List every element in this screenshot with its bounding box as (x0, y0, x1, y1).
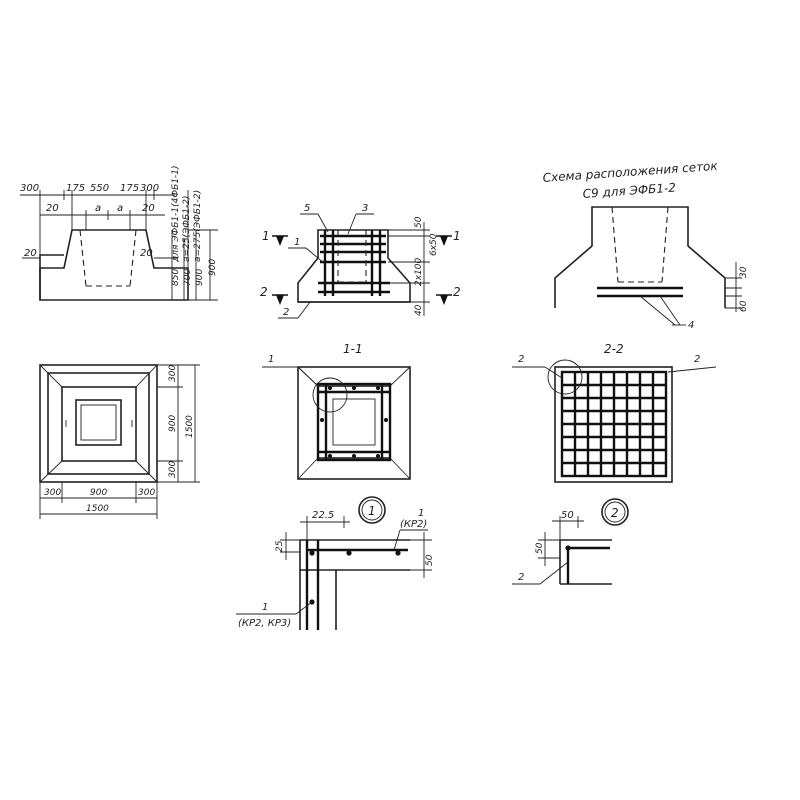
sec-cut-1-left: 1 (262, 229, 270, 243)
sec-dim-r-2: 6x50 (429, 233, 439, 256)
title-line1: Схема расположения сеток (542, 159, 719, 185)
elev-dim-top-5: 300 (140, 183, 159, 194)
detail-1-dim-right: 50 (425, 554, 435, 566)
sec-callout-3: 3 (362, 203, 368, 214)
detail-2-dim-top: 50 (561, 510, 574, 521)
sec-dim-r-4: 40 (414, 304, 424, 316)
elev-dim-sec-2: a (95, 203, 101, 214)
plan-dim-b-1: 300 (44, 488, 61, 498)
plan-dim-r-total: 1500 (185, 415, 195, 438)
elev-dim-sec-1: 20 (46, 203, 59, 214)
section-1-1-view: 1-1 1 (262, 342, 411, 480)
sec-cut-1-right: 1 (453, 229, 461, 243)
detail-1-callout-top: 1 (418, 508, 424, 519)
detail-2-callout: 2 (518, 572, 524, 583)
detail-1-circle-label: 1 (368, 504, 376, 518)
section-2-2-view: 2-2 2 2 (512, 342, 717, 483)
detail-1-view: 1 22.5 25 50 1 (КР2) (236, 496, 435, 630)
section-2-2-callout-left: 2 (518, 354, 524, 365)
elev-dim-top-3: 550 (90, 183, 109, 194)
plan-dim-b-2: 900 (90, 488, 107, 498)
elev-dim-top-1: 300 (20, 183, 39, 194)
detail-2-view: 2 50 50 2 (512, 498, 629, 585)
elev-note-1: для ЭФБ1-1(4ФБ1-1) (171, 165, 181, 263)
plan-dim-b-total: 1500 (86, 504, 109, 514)
sec-callout-2: 2 (283, 307, 289, 318)
plan-dim-r-3: 300 (168, 461, 178, 478)
elev-dim-v-4: 900 (208, 259, 218, 276)
detail-1-note-bottom: (КР2, КР3) (238, 618, 291, 629)
detail-1-dim-left: 25 (275, 540, 285, 552)
plan-dim-b-3: 300 (138, 488, 155, 498)
elev-dim-v-2: 700 (183, 269, 193, 286)
elev-note-2: а=25(ЭФБ1-2) (182, 196, 192, 262)
elev-note-3: а=275(ЭФБ1-2) (193, 190, 203, 262)
elev-dim-left: 20 (24, 248, 37, 259)
elev-dim-top-2: 175 (66, 183, 85, 194)
sec-cut-2-right: 2 (453, 285, 461, 299)
section-2-2-callout-right: 2 (694, 354, 700, 365)
sec-dim-r-1: 50 (414, 216, 424, 228)
section-2-2-title: 2-2 (604, 342, 624, 356)
elev-dim-right: 20 (140, 248, 153, 259)
sec-callout-5: 5 (304, 203, 310, 214)
plan-dim-r-2: 900 (168, 415, 178, 432)
scheme-callout-4: 4 (688, 320, 694, 331)
section-1-1-title: 1-1 (343, 342, 363, 356)
elev-dim-v-3: 900 (195, 269, 205, 286)
section-1-1-callout: 1 (268, 354, 274, 365)
plan-dim-r-1: 300 (168, 365, 178, 382)
plan-view: 300 900 300 1500 300 900 300 1500 (39, 364, 200, 519)
elev-dim-sec-4: 20 (142, 203, 155, 214)
title-line2: С9 для ЭФБ1-2 (582, 181, 676, 201)
sec-cut-2-left: 2 (260, 285, 268, 299)
detail-1-note-top: (КР2) (400, 519, 427, 530)
detail-2-dim-left: 50 (535, 542, 545, 554)
detail-1-callout-bottom: 1 (262, 602, 268, 613)
elevation-view: 300 175 550 175 300 20 a a 20 20 20 850 … (20, 165, 218, 301)
scheme-dim-r-1: 30 (739, 266, 749, 278)
section-view: 1 1 2 2 5 3 1 2 50 6x50 2x100 40 (260, 203, 461, 319)
sec-dim-r-3: 2x100 (414, 257, 424, 286)
mesh-scheme-view: 4 30 60 (554, 206, 749, 331)
detail-2-circle-label: 2 (611, 506, 619, 520)
elev-dim-v-1: 850 (171, 269, 181, 286)
sec-callout-1: 1 (294, 237, 300, 248)
elev-dim-sec-3: a (117, 203, 123, 214)
scheme-dim-r-2: 60 (739, 300, 749, 312)
detail-1-dim-top: 22.5 (312, 510, 334, 521)
elev-dim-top-4: 175 (120, 183, 139, 194)
